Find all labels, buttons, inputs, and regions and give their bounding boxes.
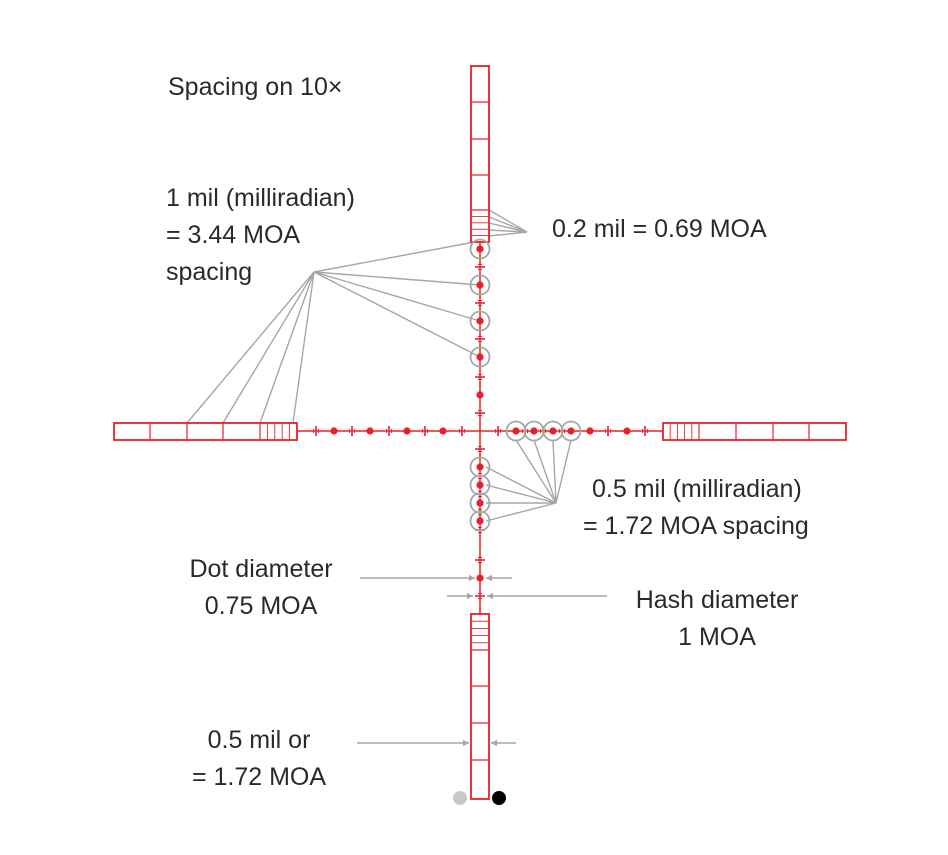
reticle-dot — [530, 427, 538, 435]
reticle-dot — [623, 427, 631, 435]
half-mil-dot-circle — [469, 456, 491, 478]
dot-diameter-label-line1: Dot diameter — [189, 555, 332, 583]
reticle-dot — [476, 517, 484, 525]
post-width-label-line1: 0.5 mil or — [208, 726, 311, 754]
reticle-dot — [476, 391, 484, 399]
right-post — [662, 422, 847, 441]
mil-leader-line — [259, 271, 315, 424]
reticle-dot — [476, 499, 484, 507]
half-mil-leader-line — [515, 439, 557, 504]
diagram-title: Spacing on 10× — [168, 73, 342, 101]
half-mil-dot-circle — [469, 510, 491, 532]
fifth-mil-leader-line — [488, 231, 528, 237]
color-swatch-light — [453, 791, 467, 805]
reticle-dot — [476, 317, 484, 325]
color-swatch-dark — [492, 791, 506, 805]
hash-left-arrow-head — [467, 592, 473, 600]
half-mil-dot-circle — [560, 420, 582, 442]
reticle-dot — [476, 463, 484, 471]
mil-leader-line — [313, 271, 481, 286]
post-left-arrow-head — [463, 739, 469, 747]
highlight-circles — [469, 238, 582, 532]
hash-right-arrow-head — [487, 592, 493, 600]
fifth-mil-label: 0.2 mil = 0.69 MOA — [552, 215, 767, 243]
mil-leader-line — [292, 271, 315, 424]
half-mil-dot-circle — [469, 474, 491, 496]
left-post — [113, 422, 298, 441]
reticle-dot — [476, 353, 484, 361]
reticle-dot — [476, 245, 484, 253]
reticle-dot — [366, 427, 374, 435]
mil-leader-line — [313, 240, 481, 273]
mil-dot-circle — [469, 238, 491, 260]
half-mil-dot-circle — [505, 420, 527, 442]
fifth-mil-leader-line — [488, 222, 528, 233]
reticle-dot — [512, 427, 520, 435]
mil-label-line1: 1 mil (milliradian) — [166, 184, 355, 212]
reticle-crosshair — [113, 65, 847, 800]
reticle-dot — [330, 427, 338, 435]
fifth-mil-leader-line — [488, 229, 528, 233]
mil-leader-line — [186, 271, 315, 424]
fifth-mil-leader-line — [488, 216, 528, 233]
mil-dot-circle — [469, 274, 491, 296]
half-mil-leader-line — [552, 439, 557, 504]
half-mil-leader-line — [485, 502, 557, 522]
mil-leader-line — [313, 271, 481, 322]
top-post — [470, 65, 490, 243]
half-mil-dot-circle — [469, 492, 491, 514]
half-mil-leader-line — [485, 466, 557, 504]
half-mil-label-line2: = 1.72 MOA spacing — [583, 512, 809, 540]
half-mil-label-line1: 0.5 mil (milliradian) — [592, 475, 802, 503]
reticle-dot — [549, 427, 557, 435]
leader-lines — [186, 209, 607, 747]
reticle-dot — [476, 574, 484, 582]
bottom-post — [470, 613, 490, 800]
half-mil-dot-circle — [542, 420, 564, 442]
half-mil-leader-line — [555, 439, 572, 504]
mil-label-line3: spacing — [166, 258, 252, 286]
half-mil-leader-line — [485, 484, 557, 504]
dot-diameter-label-line2: 0.75 MOA — [205, 592, 318, 620]
reticle-dot — [567, 427, 575, 435]
fifth-mil-leader-line — [488, 209, 528, 233]
reticle-dot — [476, 481, 484, 489]
post-width-label-line2: = 1.72 MOA — [192, 763, 326, 791]
dot-right-arrow-head — [486, 574, 492, 582]
reticle-dot — [586, 427, 594, 435]
half-mil-leader-line — [533, 439, 557, 504]
mil-leader-line — [313, 271, 481, 358]
reticle-dot — [403, 427, 411, 435]
post-right-arrow-head — [491, 739, 497, 747]
mil-dot-circle — [469, 310, 491, 332]
reticle-dot — [476, 281, 484, 289]
mil-dot-circle — [469, 346, 491, 368]
dot-left-arrow-head — [469, 574, 475, 582]
hash-diameter-label-line1: Hash diameter — [636, 586, 799, 614]
mil-label-line2: = 3.44 MOA — [166, 221, 300, 249]
hash-diameter-label-line2: 1 MOA — [678, 623, 756, 651]
mil-leader-line — [222, 271, 315, 424]
reticle-dot — [439, 427, 447, 435]
